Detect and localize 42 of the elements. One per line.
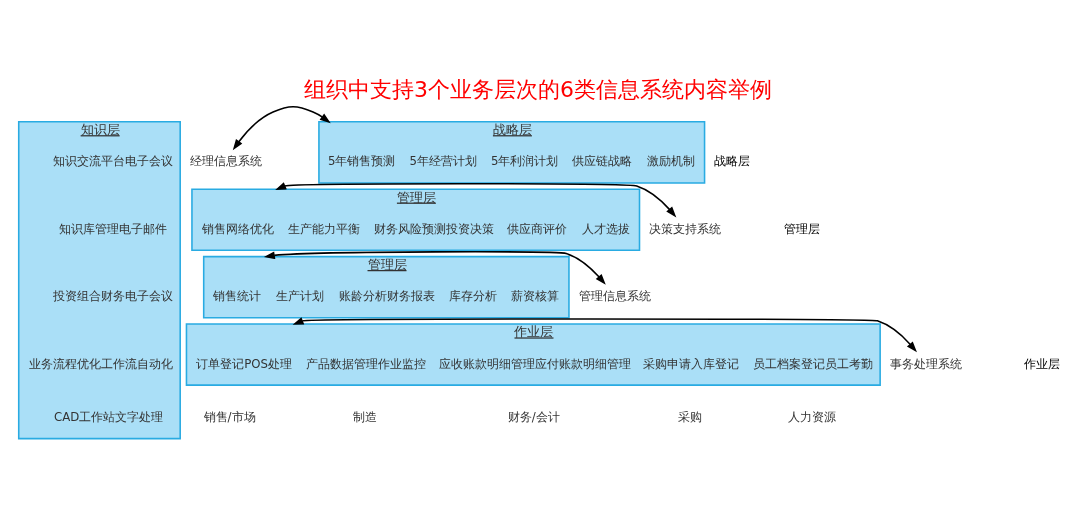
node-text: 经理信息系统 [189,154,262,169]
label: 销售/市场 [203,409,256,424]
node-text: 供应商评价 [507,221,568,236]
label: 作业层 [1024,356,1061,371]
label: 制造 [353,409,378,424]
node-text: 事务处理系统 [889,356,962,371]
node-text: 5年利润计划 [490,154,559,169]
arrow [275,182,677,218]
node-text: 激励机制 [646,154,695,169]
node-text: 账龄分析财务报表 [338,289,435,304]
arrow [232,105,331,151]
label: 战略层 [713,154,750,169]
node-text: 5年经营计划 [409,154,477,169]
node-text: 知识交流平台电子会议 [52,154,173,169]
node-text: 销售统计 [213,289,262,304]
node-text: 应收账款明细管理应付账款明细管理 [439,356,632,371]
node-text: 管理信息系统 [578,289,651,304]
node-text: 销售网络优化 [201,221,274,236]
node-text: 业务流程优化工作流自动化 [28,356,173,371]
node-text: 薪资核算 [511,289,560,304]
label: 采购 [678,409,703,424]
node-text: 订单登记POS处理 [196,356,293,371]
node-text: 5年销售预测 [327,154,396,169]
node-text: 生产能力平衡 [287,221,360,236]
node-text: 财务风险预测投资决策 [374,221,495,236]
label: 管理层 [783,221,820,236]
node-text: 知识库管理电子邮件 [58,221,167,236]
arrow [292,317,917,353]
node-text: 决策支持系统 [649,221,722,236]
node-text: 采购申请入库登记 [643,356,740,371]
node-text: 供应链战略 [572,154,633,169]
node-text: 投资组合财务电子会议 [52,289,173,304]
node-text: 员工档案登记员工考勤 [752,356,873,371]
node-text: 人才选拔 [581,221,630,236]
label: 人力资源 [787,409,836,424]
node-text: 生产计划 [276,289,325,304]
arrow [263,251,606,285]
node-text: 库存分析 [448,289,497,304]
label: 财务/会计 [507,409,560,424]
diagram-title: 组织中支持3个业务层次的6类信息系统内容举例 [304,76,772,102]
node-text: 产品数据管理作业监控 [305,356,426,371]
node-text: CAD工作站文字处理 [54,409,164,424]
